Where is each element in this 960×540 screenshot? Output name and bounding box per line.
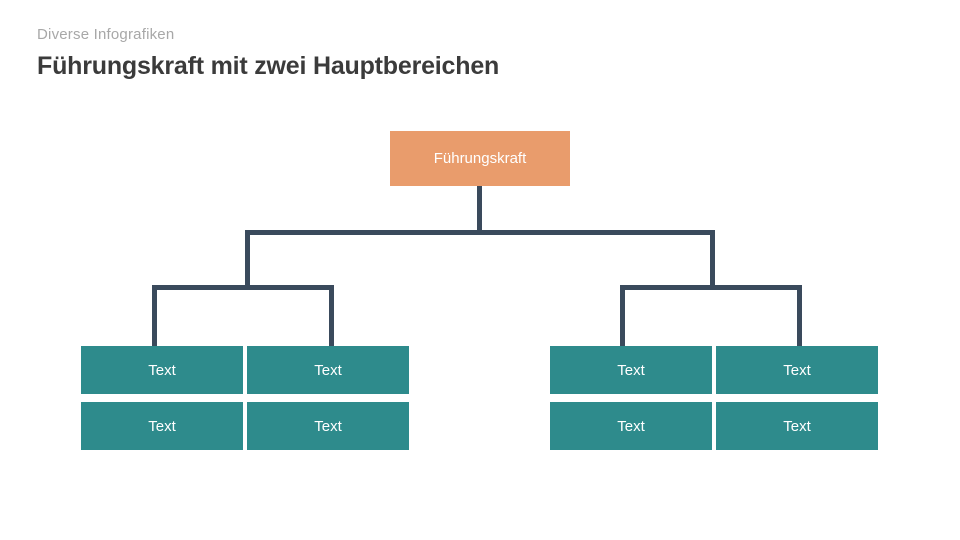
left-leaf-node-3[interactable]: Text (81, 402, 243, 450)
root-node-label: Führungskraft (433, 150, 527, 167)
right-leaf-label-2: Text (783, 361, 811, 379)
right-leaf-node-4[interactable]: Text (716, 402, 878, 450)
left-leaf-node-1[interactable]: Text (81, 346, 243, 394)
root-node-fuehrungskraft[interactable]: Führungskraft (390, 131, 570, 186)
left-leaf-label-2: Text (314, 361, 342, 379)
left-leaf-label-4: Text (314, 417, 342, 435)
connector-root-stem (477, 186, 482, 233)
right-leaf-label-4: Text (783, 417, 811, 435)
right-leaf-node-1[interactable]: Text (550, 346, 712, 394)
left-leaf-node-2[interactable]: Text (247, 346, 409, 394)
slide-eyebrow: Diverse Infografiken (37, 26, 175, 43)
connector-left-sub-drop-1 (152, 285, 157, 346)
connector-left-sub-bus (152, 285, 334, 290)
connector-right-sub-bus (620, 285, 802, 290)
connector-left-branch-drop (245, 230, 250, 287)
right-leaf-label-1: Text (617, 361, 645, 379)
right-leaf-label-3: Text (617, 417, 645, 435)
connector-right-sub-drop-2 (797, 285, 802, 346)
connector-left-sub-drop-2 (329, 285, 334, 346)
connector-main-bus (245, 230, 715, 235)
right-leaf-node-2[interactable]: Text (716, 346, 878, 394)
left-leaf-label-1: Text (148, 361, 176, 379)
page-title: Führungskraft mit zwei Hauptbereichen (37, 52, 500, 80)
connector-right-sub-drop-1 (620, 285, 625, 346)
connector-right-branch-drop (710, 230, 715, 287)
left-leaf-node-4[interactable]: Text (247, 402, 409, 450)
right-leaf-node-3[interactable]: Text (550, 402, 712, 450)
left-leaf-label-3: Text (148, 417, 176, 435)
